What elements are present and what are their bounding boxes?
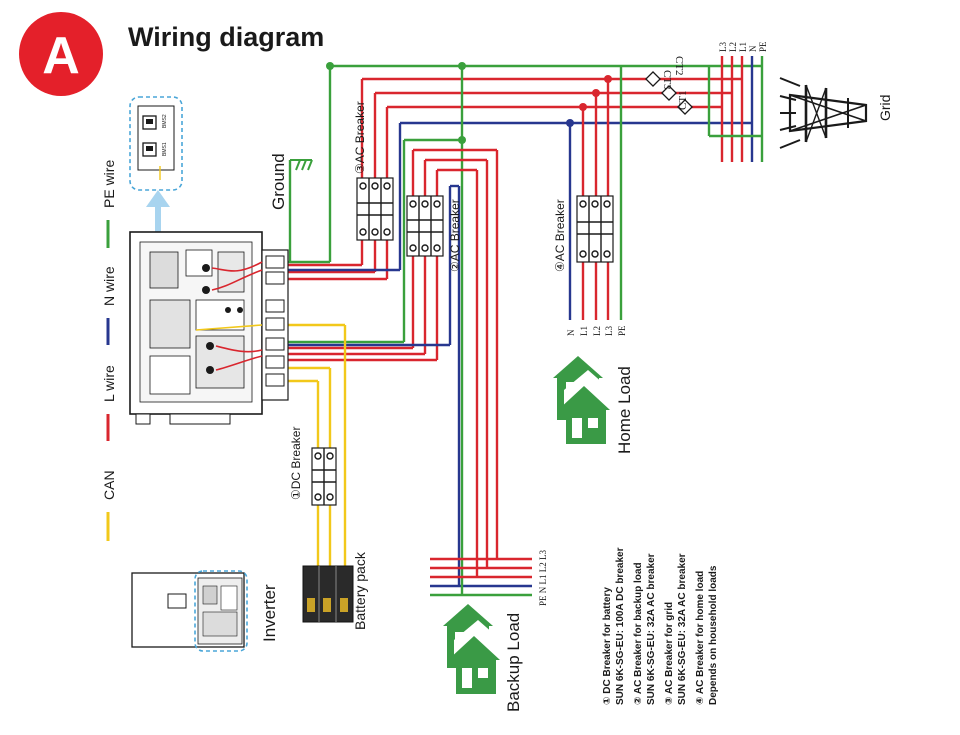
dc-breaker-1: ①DC Breaker	[289, 427, 337, 506]
note-line: ② AC Breaker for backup load	[633, 562, 644, 705]
svg-text:L1: L1	[738, 42, 748, 52]
badge-letter: A	[42, 27, 80, 85]
ct3-label: CT3	[661, 70, 673, 90]
bms2-label: BMS2	[162, 114, 168, 128]
note-line: SUN 6K-SG-EU: 32A AC breaker	[677, 553, 688, 705]
junction-dot	[579, 103, 587, 111]
page-title: Wiring diagram	[128, 22, 324, 52]
note-line: ③ AC Breaker for grid	[664, 602, 675, 705]
svg-text:N: N	[748, 45, 758, 52]
ground-label: Ground	[269, 153, 288, 210]
bms1-label: BMS1	[162, 142, 168, 156]
junction-dot	[458, 62, 466, 70]
backup-terminal-labels: PE N L1 L2 L3	[538, 550, 548, 606]
battery-pack-label: Battery pack	[352, 551, 368, 630]
ac-breaker-4-label: ④AC Breaker	[553, 199, 567, 272]
grid-pylon-icon: Grid	[779, 77, 893, 149]
header: A Wiring diagram	[19, 12, 324, 96]
dc-breaker-1-label: ①DC Breaker	[289, 427, 303, 500]
ac-breaker-4: ④AC Breaker	[553, 195, 614, 272]
ac-breaker-2-label: ②AC Breaker	[448, 199, 462, 272]
badge-circle	[19, 12, 103, 96]
bms-callout: BMS2 BMS1	[129, 96, 183, 300]
junction-dot	[326, 62, 334, 70]
ac-breaker-3-label: ③AC Breaker	[353, 101, 367, 174]
note-line: SUN 6K-SG-EU: 100A DC breaker	[615, 547, 626, 705]
callout-arrow-head	[146, 190, 170, 207]
ct2-icon	[661, 85, 677, 101]
ct-sensors: CT3 CT2 CT1	[645, 56, 693, 115]
bms-callout-frame	[129, 96, 183, 191]
svg-text:PE: PE	[617, 325, 627, 336]
svg-text:L3: L3	[718, 42, 728, 52]
ground-symbol: Ground	[269, 153, 313, 210]
legend-can-label: CAN	[101, 470, 117, 500]
legend-l-label: L wire	[101, 365, 117, 402]
home-load-house-icon: Home Load	[553, 356, 634, 454]
legend-n-label: N wire	[101, 266, 117, 306]
ct1-icon	[677, 99, 693, 115]
inverter-main	[129, 231, 289, 425]
svg-text:L1: L1	[579, 326, 589, 336]
junction-dot	[604, 75, 612, 83]
junction-dot	[592, 89, 600, 97]
svg-text:L2: L2	[592, 326, 602, 336]
wire-legend: PE wire N wire L wire CAN	[101, 160, 117, 541]
backup-load-house-icon: Backup Load	[443, 604, 523, 712]
home-load-label: Home Load	[615, 366, 634, 454]
battery-pack-icon: Battery pack	[302, 551, 368, 630]
svg-text:PE: PE	[758, 41, 768, 52]
grid-label: Grid	[877, 95, 893, 121]
junction-dot	[566, 119, 574, 127]
wires	[288, 56, 764, 597]
svg-text:N: N	[566, 329, 576, 336]
legend-pe-label: PE wire	[101, 160, 117, 208]
breaker-notes: ① DC Breaker for battery SUN 6K-SG-EU: 1…	[602, 547, 719, 705]
svg-text:L3: L3	[604, 326, 614, 336]
home-terminal-labels: N L1 L2 L3 PE	[566, 325, 627, 336]
note-line: SUN 6K-SG-EU: 32A AC breaker	[646, 553, 657, 705]
ac-breaker-2: ②AC Breaker	[406, 195, 462, 272]
ct3-icon	[645, 71, 661, 87]
note-line: ④ AC Breaker for home load	[695, 571, 706, 705]
backup-load-label: Backup Load	[504, 613, 523, 712]
ct2-label: CT2	[673, 56, 685, 76]
note-line: Depends on household loads	[708, 565, 719, 705]
svg-text:L2: L2	[728, 42, 738, 52]
ac-breaker-3: ③AC Breaker	[353, 101, 394, 241]
inverter-label: Inverter	[260, 584, 279, 642]
ct1-label: CT1	[677, 90, 689, 110]
junction-dot	[458, 136, 466, 144]
grid-terminal-labels: L3 L2 L1 N PE	[718, 41, 768, 52]
note-line: ① DC Breaker for battery	[602, 587, 613, 705]
inverter-overview: Inverter	[131, 570, 279, 652]
